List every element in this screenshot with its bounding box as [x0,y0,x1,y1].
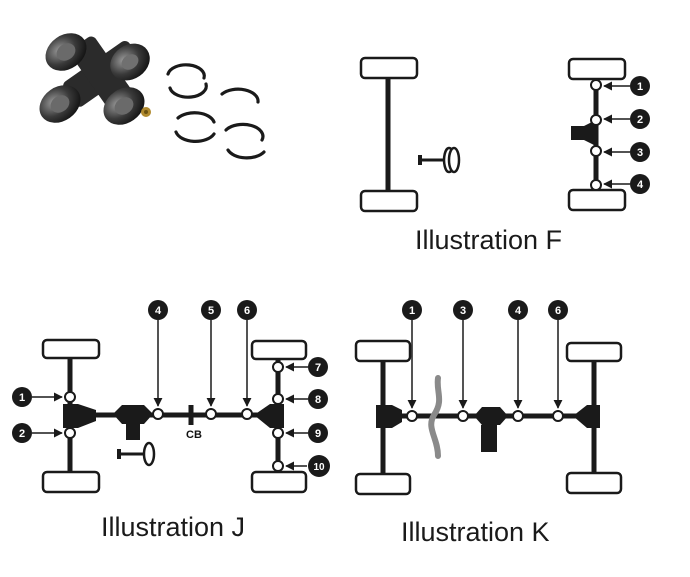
callout-f-1: 1 [603,76,650,96]
svg-text:5: 5 [208,305,214,317]
wheel [354,472,412,496]
front-differential [63,404,96,428]
illustration-k: 1 3 4 6 Illustration K [354,300,623,547]
svg-text:3: 3 [460,305,466,317]
u-joint-marker [552,410,564,422]
exhaust-pipe [428,375,443,459]
callout-j-1: 1 [12,387,63,407]
wheel [567,188,627,212]
caption-j: Illustration J [101,512,245,542]
callout-j-2: 2 [12,423,63,443]
wheel [359,56,419,80]
svg-text:10: 10 [313,462,325,473]
u-joint-marker [590,79,602,91]
u-joint-marker [590,145,602,157]
retaining-clip-icon [166,63,266,160]
u-joint-marker [512,410,524,422]
u-joint-marker [590,179,602,191]
callout-j-9: 9 [285,423,328,443]
steering-wheel-icon [117,441,156,467]
callout-f-3: 3 [603,142,650,162]
u-joint-marker [272,427,284,439]
callout-k-6: 6 [548,300,568,409]
svg-text:2: 2 [637,114,643,126]
caption-k: Illustration K [401,517,550,547]
transfer-case [571,120,596,146]
u-joint-marker [272,460,284,472]
callout-j-5: 5 [201,300,221,407]
wheel [565,471,623,495]
callout-f-2: 2 [603,109,650,129]
carrier-bearing-label: CB [186,429,202,441]
svg-text:1: 1 [637,81,643,93]
svg-text:6: 6 [555,305,561,317]
svg-text:2: 2 [19,428,25,440]
svg-text:4: 4 [637,179,644,191]
callout-j-10: 10 [285,455,330,477]
u-joint-icon [39,33,151,125]
transmission [113,405,153,440]
svg-text:1: 1 [19,392,25,404]
wheel [567,57,627,81]
rear-differential [254,404,284,428]
wheel [250,470,308,494]
callout-k-1: 1 [402,300,422,409]
u-joint-marker [590,114,602,126]
transmission [474,407,508,452]
u-joint-marker [241,408,253,420]
svg-text:8: 8 [315,394,321,406]
wheel [41,338,101,360]
svg-text:4: 4 [515,305,522,317]
callout-k-3: 3 [453,300,473,409]
illustration-f: 1 2 3 4 Illustration F [359,56,650,255]
illustration-j: CB 1 2 [12,300,330,542]
callout-j-7: 7 [285,357,328,377]
svg-text:1: 1 [409,305,415,317]
u-joint-marker [205,408,217,420]
front-differential [376,405,402,428]
caption-f: Illustration F [415,225,562,255]
rear-differential [573,405,600,428]
wheel [41,470,101,494]
wheel [565,341,623,363]
wheel [354,339,412,363]
svg-text:3: 3 [637,147,643,159]
callout-f-4: 4 [603,174,650,194]
svg-text:7: 7 [315,362,321,374]
u-joint-marker [64,391,76,403]
callout-j-8: 8 [285,389,328,409]
u-joint-marker [457,410,469,422]
svg-text:4: 4 [155,305,162,317]
callout-k-4: 4 [508,300,528,409]
u-joint-marker [64,427,76,439]
wheel [359,189,419,213]
callout-j-6: 6 [237,300,257,407]
steering-wheel-icon [418,146,461,174]
svg-text:9: 9 [315,428,321,440]
wheel [250,339,308,361]
u-joint-marker [272,393,284,405]
u-joint-marker [272,361,284,373]
u-joint-photo [39,33,266,160]
callout-j-4: 4 [148,300,168,407]
svg-text:6: 6 [244,305,250,317]
u-joint-marker [406,410,418,422]
u-joint-marker [152,408,164,420]
